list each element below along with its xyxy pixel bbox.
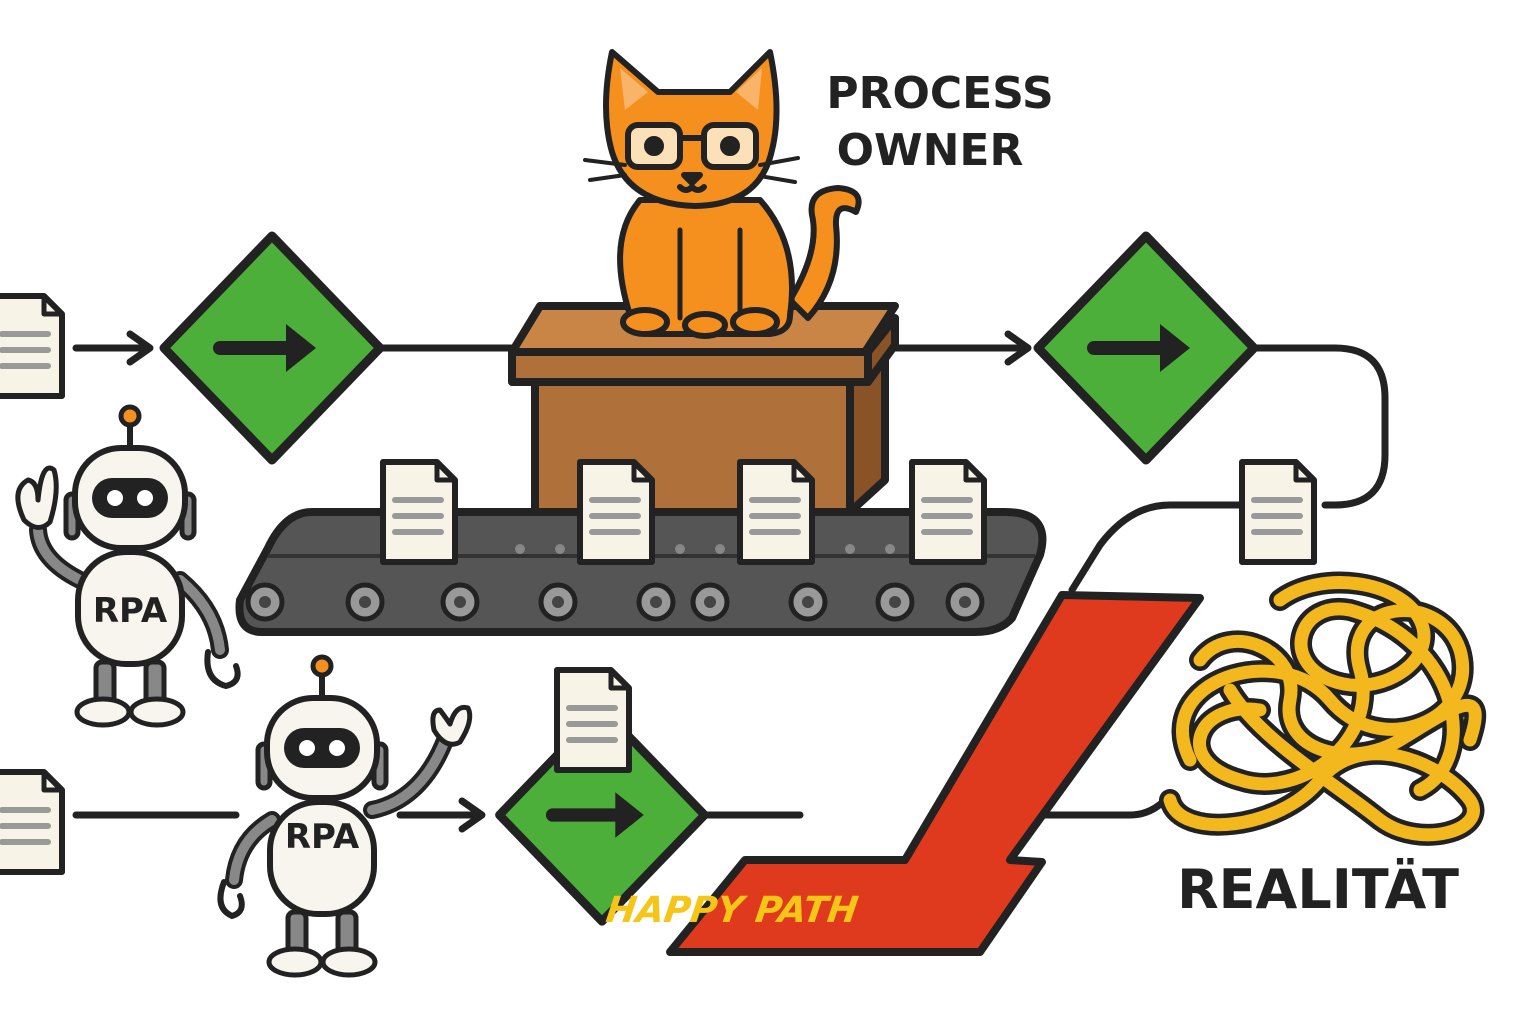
decision-diamond-end	[1038, 236, 1254, 460]
happy-path-label: HAPPY PATH	[603, 888, 860, 931]
robot-top-label: RPA	[93, 591, 168, 631]
document-icon	[383, 462, 455, 562]
process-owner-label-line1: PROCESS	[826, 68, 1053, 119]
document-icon	[0, 296, 62, 396]
tangled-knot-icon	[1159, 571, 1487, 846]
document-icon	[0, 772, 62, 872]
arrow-right-icon	[1038, 236, 1254, 460]
robot-bottom-label: RPA	[285, 817, 360, 857]
flow-lines	[72, 330, 1389, 833]
process-owner-label-line2: OWNER	[837, 125, 1024, 176]
robot-icon: RPA	[15, 407, 241, 725]
document-icon	[580, 462, 652, 562]
document-icon	[740, 462, 812, 562]
decision-diamond-start	[164, 236, 380, 460]
arrow-right-icon	[164, 236, 380, 460]
robot-icon: RPA	[217, 657, 473, 975]
red-carpet: HAPPY PATH	[603, 591, 1204, 956]
document-icon	[557, 670, 629, 770]
document-icon	[912, 462, 984, 562]
reality-label: REALITÄT	[1177, 858, 1459, 921]
cat-icon	[583, 49, 862, 339]
document-icon	[1242, 462, 1314, 562]
cardboard-box	[508, 302, 899, 516]
